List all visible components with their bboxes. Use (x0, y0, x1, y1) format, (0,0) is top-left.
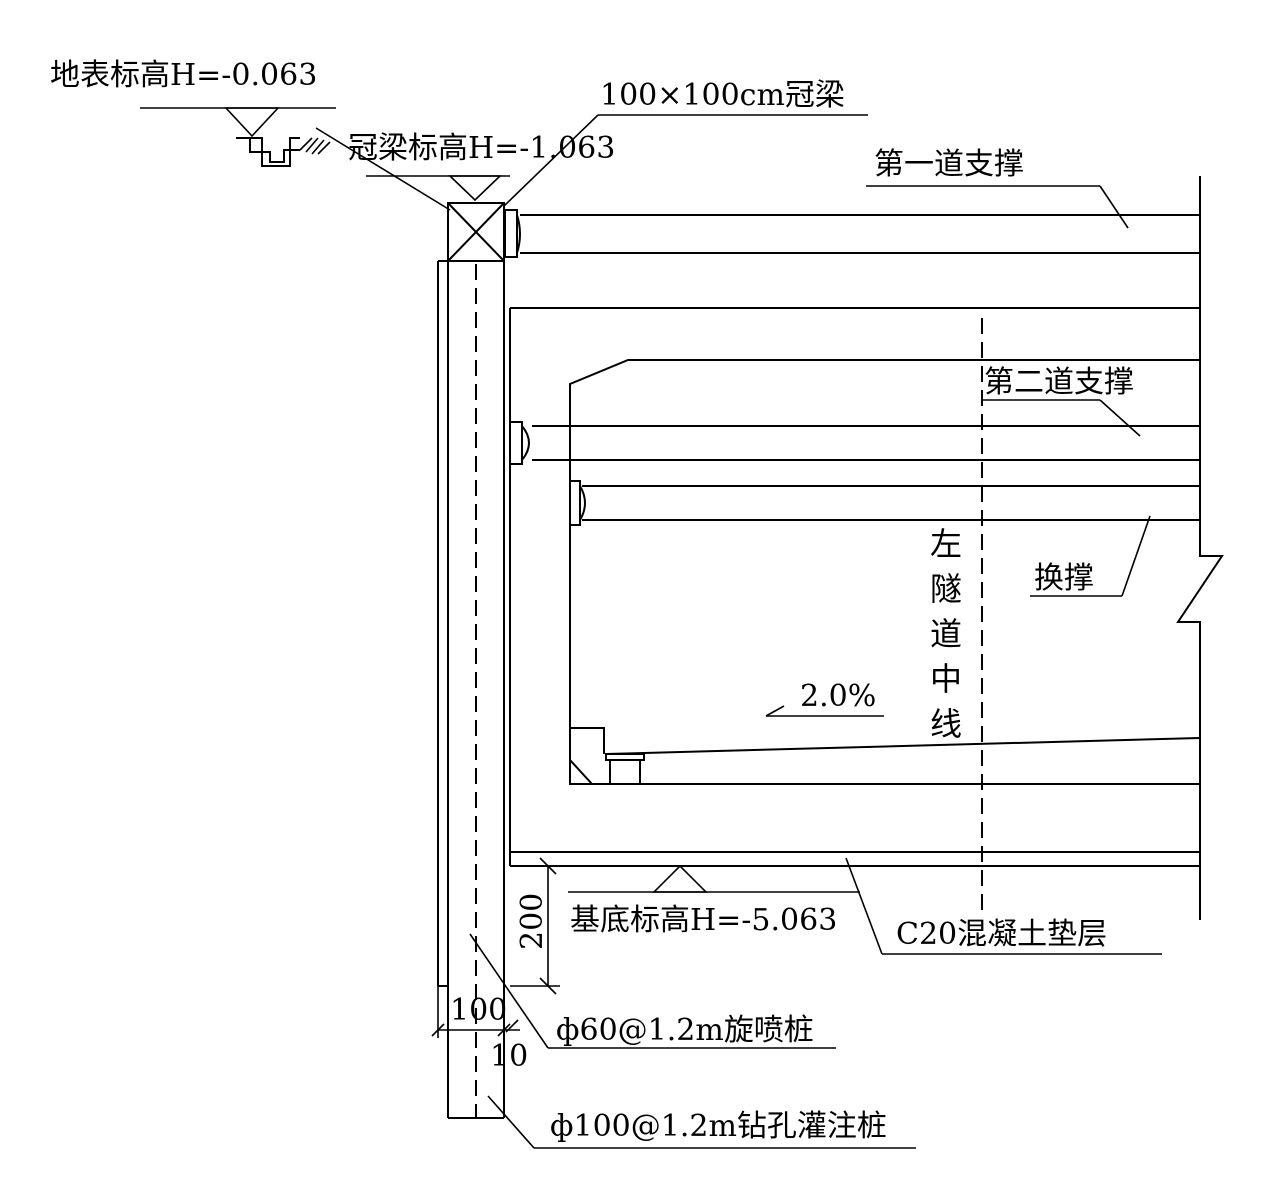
slope-label: 2.0% (800, 679, 876, 714)
svg-text:线: 线 (930, 705, 962, 743)
dimension-10-label: 10 (490, 1039, 528, 1074)
bored-pile (447, 261, 505, 1119)
crown-beam-size-label: 100×100cm冠梁 (600, 78, 845, 113)
replacement-strut (569, 480, 1200, 526)
crown-beam-elevation-label: 冠梁标高H=-1.063 (348, 131, 615, 166)
jet-pile-leader (469, 933, 549, 1049)
dimension-200 (510, 857, 560, 995)
base-elevation-marker (568, 864, 860, 893)
second-strut (509, 421, 1200, 465)
tunnel-structure (569, 359, 1201, 785)
dimension-100-label: 100 (450, 993, 507, 1028)
dimension-100-10 (431, 986, 520, 1040)
crown-beam-elevation-marker (315, 127, 510, 211)
excavation-outline (509, 307, 1200, 867)
crown-beam-size-leader (503, 114, 599, 207)
first-strut-label: 第一道支撑 (874, 147, 1024, 182)
svg-text:中: 中 (930, 660, 962, 698)
svg-text:道: 道 (930, 615, 962, 653)
jet-grouting-pile (437, 260, 448, 987)
svg-text:隧: 隧 (930, 570, 962, 608)
jet-pile-label: ф60@1.2m旋喷桩 (556, 1013, 814, 1048)
tunnel-centerline-label: 左 隧 道 中 线 (930, 525, 962, 743)
ground-elevation-label: 地表标高H=-0.063 (50, 58, 317, 93)
first-strut (504, 209, 1200, 258)
dimension-200-label: 200 (515, 893, 550, 950)
cushion-layer-leader (845, 857, 883, 955)
base-elevation-label: 基底标高H=-5.063 (570, 903, 837, 938)
replacement-strut-label: 换撑 (1034, 561, 1094, 596)
crown-beam (447, 202, 505, 262)
right-boundary-break (1176, 176, 1224, 920)
bored-pile-leader (487, 1095, 535, 1149)
ground-elevation-marker (140, 107, 336, 167)
cushion-layer-label: C20混凝土垫层 (896, 917, 1107, 952)
svg-text:左: 左 (930, 525, 962, 563)
bored-pile-label: ф100@1.2m钻孔灌注桩 (550, 1109, 887, 1144)
second-strut-label: 第二道支撑 (984, 365, 1134, 400)
